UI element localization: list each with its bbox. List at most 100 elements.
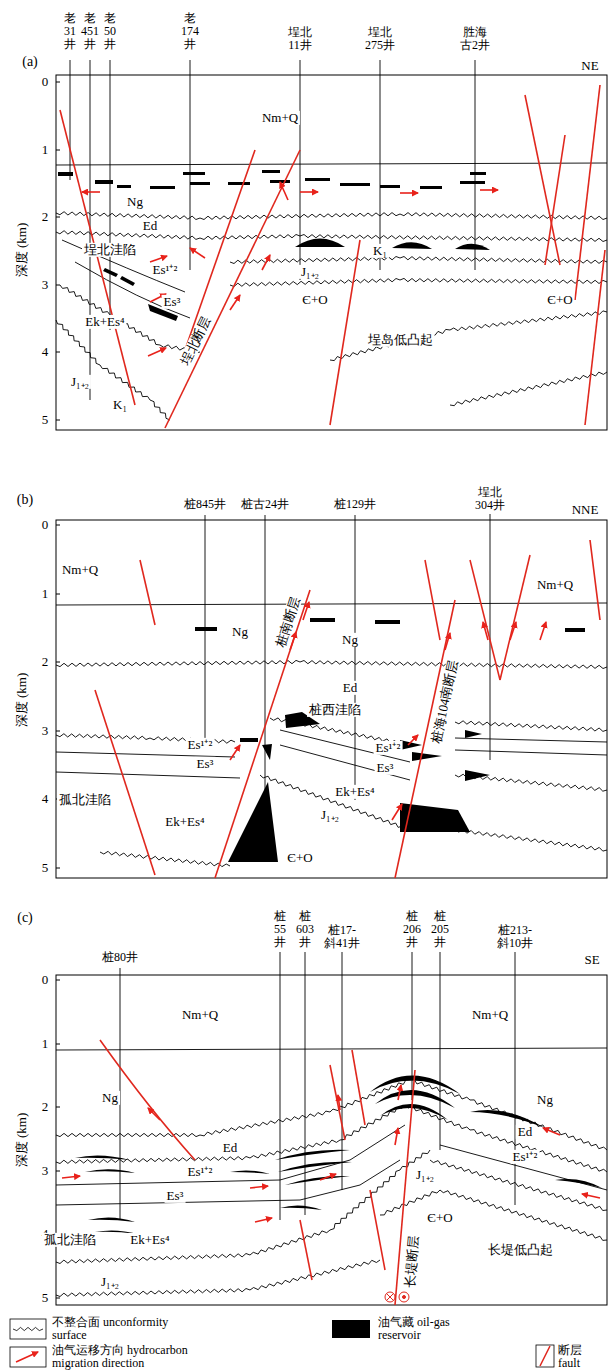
panel-frame [56,520,607,878]
section-label: Є+O [425,1211,454,1225]
stratum-boundary [56,772,240,778]
oil-gas-reservoir [95,180,113,184]
unconformity-surface [100,851,230,866]
oil-gas-reservoir [103,268,118,277]
section-label: 埕岛低凸起 [366,333,435,347]
oil-gas-reservoir [465,730,482,738]
migration-arrow [230,745,240,760]
section-label: 2 [42,210,49,224]
oil-gas-reservoir [375,620,400,624]
section-label: Nm+Q [180,1008,220,1022]
migration-arrow [398,1085,401,1100]
section-label: 孤北洼陷 [57,793,113,807]
strike-slip-symbol [385,1292,395,1302]
oil-gas-reservoir [285,1176,350,1185]
fault-line [185,150,255,350]
oil-gas-reservoir [310,618,335,622]
fault-name: 埕北断层 [177,313,214,370]
panel-frame [56,75,607,1305]
fault-line [370,1190,385,1270]
legend-sample [16,1352,38,1362]
oil-gas-reservoir [420,186,442,189]
section-label: 桩古24井 [241,498,289,511]
section-label: Es¹⁺² [186,1165,215,1179]
section-label: 0 [42,518,49,532]
oil-gas-reservoir [275,1150,350,1160]
migration-arrow [480,189,498,191]
fault-line [470,560,500,680]
well-name: 老50井 [103,12,118,52]
migration-arrow [445,633,450,650]
stratum-boundary [56,603,607,605]
oil-gas-reservoir [262,744,272,760]
section-label: Ek+Es⁴ [83,315,126,329]
fault-line [140,560,155,625]
section-label: Nm+Q [260,111,300,125]
unconformity-surface [450,372,607,406]
section-label: Es¹⁺² [511,1150,540,1164]
section-label: Es¹⁺² [151,263,180,277]
section-label: 5 [42,1291,49,1305]
section-label: Nm+Q [535,578,575,592]
oil-gas-reservoir [305,178,330,181]
section-label: Nm+Q [60,563,100,577]
section-label: 2 [42,655,49,669]
oil-gas-reservoir [470,172,486,175]
migration-arrow [392,804,402,820]
legend-text: 油气藏 oil-gas reservoir [378,1316,473,1341]
section-label: Es³ [162,295,183,309]
section-label: 5 [42,861,49,875]
legend-sample [10,1319,46,1339]
oil-gas-reservoir [555,1179,602,1188]
section-label: Ed [341,681,359,695]
stratum-boundary [455,738,607,742]
fault-line [60,110,135,405]
unconformity-surface [56,212,607,1297]
well-line [70,60,475,400]
oil-gas-reservoir [120,276,135,286]
well-line [70,60,515,1220]
section-label: J₁₊₂ [299,265,321,279]
unconformity-surface [13,1327,43,1330]
unconformity-surface [455,721,607,732]
section-label: J₁₊₂ [69,375,91,389]
well-name: 桩213-斜10井 [496,924,534,950]
unconformity-surface [230,257,607,264]
oil-gas-reservoir [228,782,278,862]
panel-frame [56,975,607,1305]
unconformity-surface [455,830,607,852]
fault-line [60,85,605,1305]
section-label: 3 [42,724,49,738]
oil-gas-reservoir [280,1205,322,1210]
section-label: 4 [42,345,49,359]
oil-gas-reservoir [230,1170,270,1174]
section-label: Ek+Es⁴ [333,785,376,799]
section-label: (c) [17,910,33,925]
migration-arrow [82,191,100,193]
stratum-boundary [440,1145,607,1190]
well-line [120,952,515,1220]
panel-frame [56,75,607,430]
oil-gas-reservoir [183,172,205,175]
section-label: Ng [230,625,250,639]
section-label: Ng [125,195,145,209]
oil-gas-reservoir [565,628,585,632]
section-label: 埕北洼陷 [82,243,138,257]
fault-name: 长堤断层 [402,1233,421,1290]
oil-gas-reservoir [228,182,250,185]
legend-text: 油气运移方向 hydrocarbon migration direction [52,1344,217,1369]
strike-slip-symbol [403,1296,406,1299]
unconformity-surface [430,1160,607,1211]
section-label: (a) [22,54,38,69]
section-label: J₁₊₂ [414,1168,436,1182]
well-name: 胜海古2井 [460,26,491,52]
unconformity-surface [56,660,607,668]
section-label: 深度 (km) [15,223,29,278]
migration-arrow [400,192,418,194]
oil-gas-reservoir [58,170,602,1234]
oil-gas-reservoir [340,183,370,186]
fault-line [500,555,530,680]
section-label: 孤北洼陷 [42,1233,98,1247]
section-label: 桩80井 [102,951,138,964]
